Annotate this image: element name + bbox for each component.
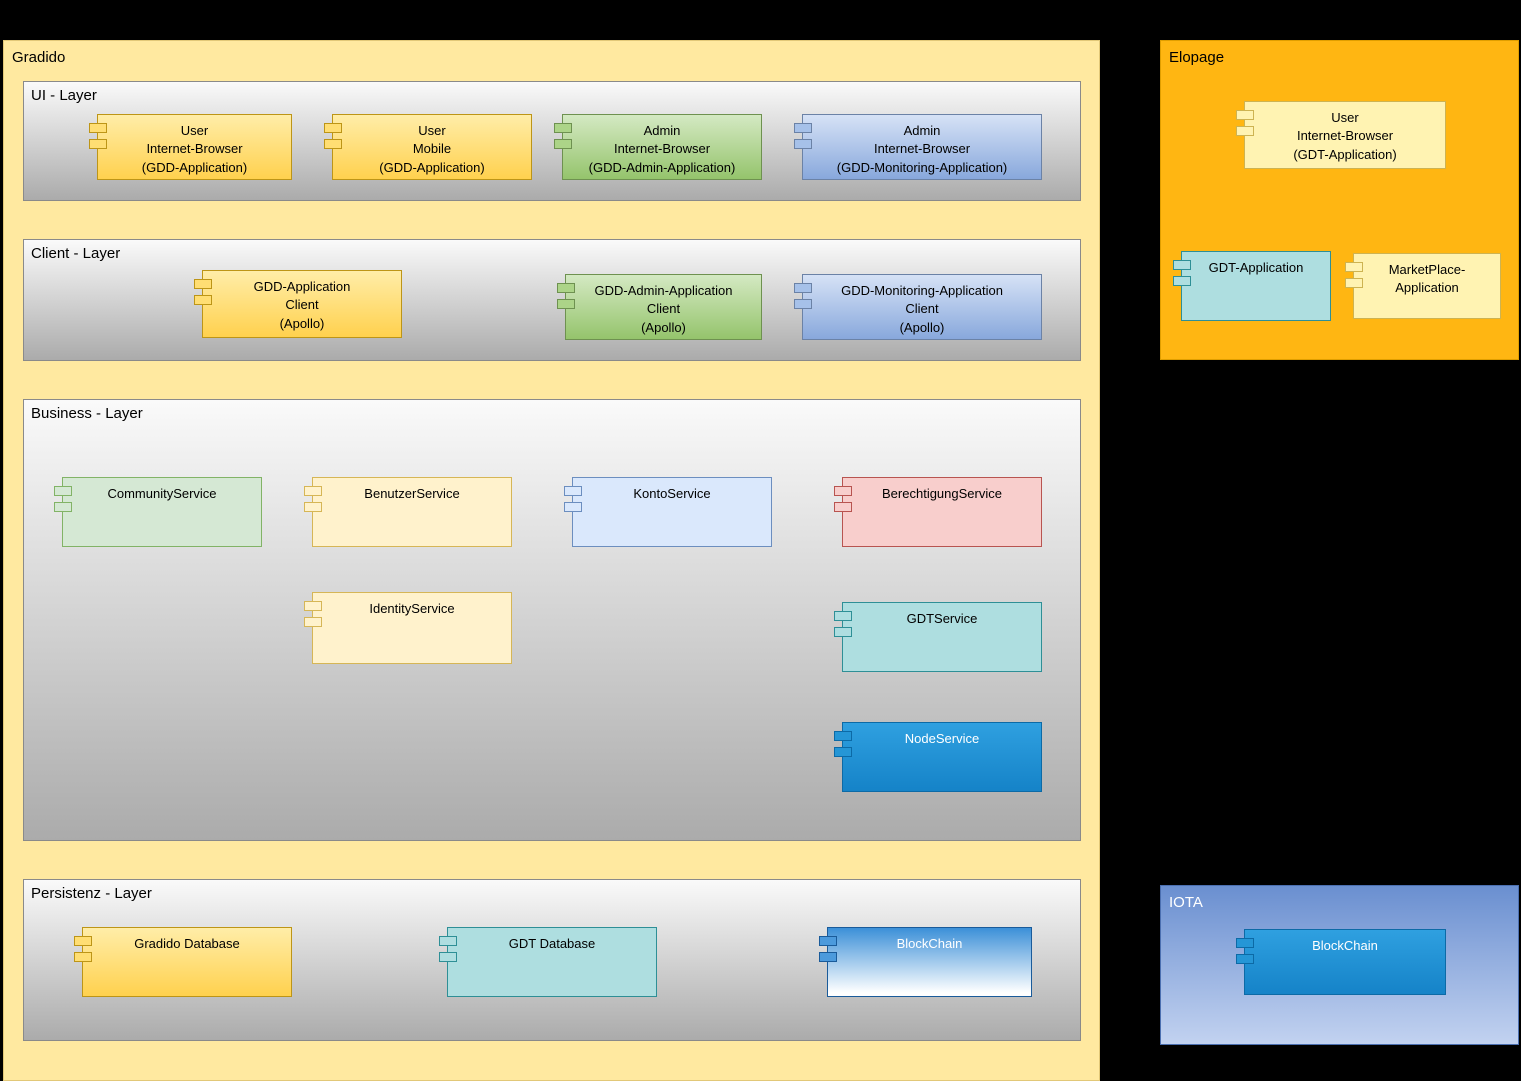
component-tab-icon xyxy=(89,139,107,149)
component-blockchain-iota[interactable]: BlockChain xyxy=(1236,929,1446,995)
client-layer[interactable]: Client - Layer GDD-Application Client (A… xyxy=(23,239,1081,361)
component-tab-icon xyxy=(74,952,92,962)
component-tab-icon xyxy=(54,502,72,512)
component-label: MarketPlace- Application xyxy=(1388,262,1466,296)
component-tab-icon xyxy=(194,295,212,305)
component-label: Admin Internet-Browser (GDD-Admin-Applic… xyxy=(588,123,736,175)
component-label: User Internet-Browser (GDD-Application) xyxy=(141,123,248,175)
business-layer-label: Business - Layer xyxy=(31,405,143,422)
component-identity-service[interactable]: IdentityService xyxy=(304,592,512,664)
component-label: User Internet-Browser (GDT-Application) xyxy=(1293,110,1397,162)
component-label: KontoService xyxy=(633,486,711,501)
component-tab-icon xyxy=(834,502,852,512)
component-gdt-service[interactable]: GDTService xyxy=(834,602,1042,672)
ui-layer[interactable]: UI - Layer User Internet-Browser (GDD-Ap… xyxy=(23,81,1081,201)
component-label: BerechtigungService xyxy=(882,486,1002,501)
component-tab-icon xyxy=(834,627,852,637)
gradido-container[interactable]: Gradido UI - Layer User Internet-Browser… xyxy=(3,40,1100,1081)
component-benutzer-service[interactable]: BenutzerService xyxy=(304,477,512,547)
component-tab-icon xyxy=(439,936,457,946)
component-tab-icon xyxy=(54,486,72,496)
component-label: IdentityService xyxy=(369,601,455,616)
component-tab-icon xyxy=(439,952,457,962)
component-user-internet-browser-gdt[interactable]: User Internet-Browser (GDT-Application) xyxy=(1236,101,1446,169)
component-label: Gradido Database xyxy=(134,936,240,951)
component-tab-icon xyxy=(1236,110,1254,120)
component-tab-icon xyxy=(1345,278,1363,288)
component-tab-icon xyxy=(834,611,852,621)
component-gdd-admin-application-client[interactable]: GDD-Admin-Application Client (Apollo) xyxy=(557,274,762,340)
component-label: User Mobile (GDD-Application) xyxy=(379,123,485,175)
component-tab-icon xyxy=(794,123,812,133)
elopage-container-label: Elopage xyxy=(1169,49,1225,66)
component-tab-icon xyxy=(794,283,812,293)
iota-container-label: IOTA xyxy=(1169,894,1203,911)
component-gdd-application-client[interactable]: GDD-Application Client (Apollo) xyxy=(194,270,402,338)
component-tab-icon xyxy=(557,299,575,309)
component-marketplace-application[interactable]: MarketPlace- Application xyxy=(1345,253,1501,319)
component-tab-icon xyxy=(554,139,572,149)
component-label: GDD-Application Client (Apollo) xyxy=(253,279,351,331)
component-tab-icon xyxy=(564,502,582,512)
component-label: GDT Database xyxy=(508,936,596,951)
component-label: Admin Internet-Browser (GDD-Monitoring-A… xyxy=(836,123,1008,175)
component-tab-icon xyxy=(564,486,582,496)
component-tab-icon xyxy=(834,486,852,496)
component-gdt-database[interactable]: GDT Database xyxy=(439,927,657,997)
component-konto-service[interactable]: KontoService xyxy=(564,477,772,547)
component-tab-icon xyxy=(324,139,342,149)
component-tab-icon xyxy=(1236,954,1254,964)
component-tab-icon xyxy=(1345,262,1363,272)
component-admin-internet-browser-gdd-monitoring[interactable]: Admin Internet-Browser (GDD-Monitoring-A… xyxy=(794,114,1042,180)
elopage-container[interactable]: Elopage User Internet-Browser (GDT-Appli… xyxy=(1160,40,1519,360)
component-tab-icon xyxy=(794,299,812,309)
component-label: GDT-Application xyxy=(1208,260,1304,275)
component-tab-icon xyxy=(304,601,322,611)
component-label: BenutzerService xyxy=(364,486,460,501)
component-tab-icon xyxy=(1173,276,1191,286)
iota-container[interactable]: IOTA BlockChain xyxy=(1160,885,1519,1045)
component-tab-icon xyxy=(554,123,572,133)
component-user-mobile-gdd[interactable]: User Mobile (GDD-Application) xyxy=(324,114,532,180)
component-tab-icon xyxy=(194,279,212,289)
component-tab-icon xyxy=(1173,260,1191,270)
component-blockchain-persistenz[interactable]: BlockChain xyxy=(819,927,1032,997)
component-tab-icon xyxy=(819,936,837,946)
component-gdd-monitoring-application-client[interactable]: GDD-Monitoring-Application Client (Apoll… xyxy=(794,274,1042,340)
component-label: NodeService xyxy=(904,731,980,746)
component-tab-icon xyxy=(1236,126,1254,136)
component-tab-icon xyxy=(304,502,322,512)
component-label: GDD-Monitoring-Application Client (Apoll… xyxy=(841,283,1003,335)
component-label: BlockChain xyxy=(896,936,963,951)
gradido-container-label: Gradido xyxy=(12,49,66,66)
component-tab-icon xyxy=(819,952,837,962)
component-label: CommunityService xyxy=(107,486,217,501)
component-tab-icon xyxy=(74,936,92,946)
component-node-service[interactable]: NodeService xyxy=(834,722,1042,792)
component-user-internet-browser-gdd[interactable]: User Internet-Browser (GDD-Application) xyxy=(89,114,292,180)
component-tab-icon xyxy=(89,123,107,133)
component-tab-icon xyxy=(304,486,322,496)
component-label: GDD-Admin-Application Client (Apollo) xyxy=(594,283,733,335)
business-layer[interactable]: Business - Layer CommunityService Benutz… xyxy=(23,399,1081,841)
component-label: GDTService xyxy=(906,611,978,626)
component-community-service[interactable]: CommunityService xyxy=(54,477,262,547)
component-gradido-database[interactable]: Gradido Database xyxy=(74,927,292,997)
component-tab-icon xyxy=(834,747,852,757)
persistenz-layer-label: Persistenz - Layer xyxy=(31,885,152,902)
component-tab-icon xyxy=(324,123,342,133)
ui-layer-label: UI - Layer xyxy=(31,87,97,104)
component-tab-icon xyxy=(794,139,812,149)
client-layer-label: Client - Layer xyxy=(31,245,121,262)
component-tab-icon xyxy=(557,283,575,293)
component-tab-icon xyxy=(304,617,322,627)
component-gdt-application[interactable]: GDT-Application xyxy=(1173,251,1331,321)
persistenz-layer[interactable]: Persistenz - Layer Gradido Database GDT … xyxy=(23,879,1081,1041)
component-tab-icon xyxy=(1236,938,1254,948)
component-label: BlockChain xyxy=(1312,938,1378,953)
component-admin-internet-browser-gdd-admin[interactable]: Admin Internet-Browser (GDD-Admin-Applic… xyxy=(554,114,762,180)
component-berechtigung-service[interactable]: BerechtigungService xyxy=(834,477,1042,547)
component-tab-icon xyxy=(834,731,852,741)
